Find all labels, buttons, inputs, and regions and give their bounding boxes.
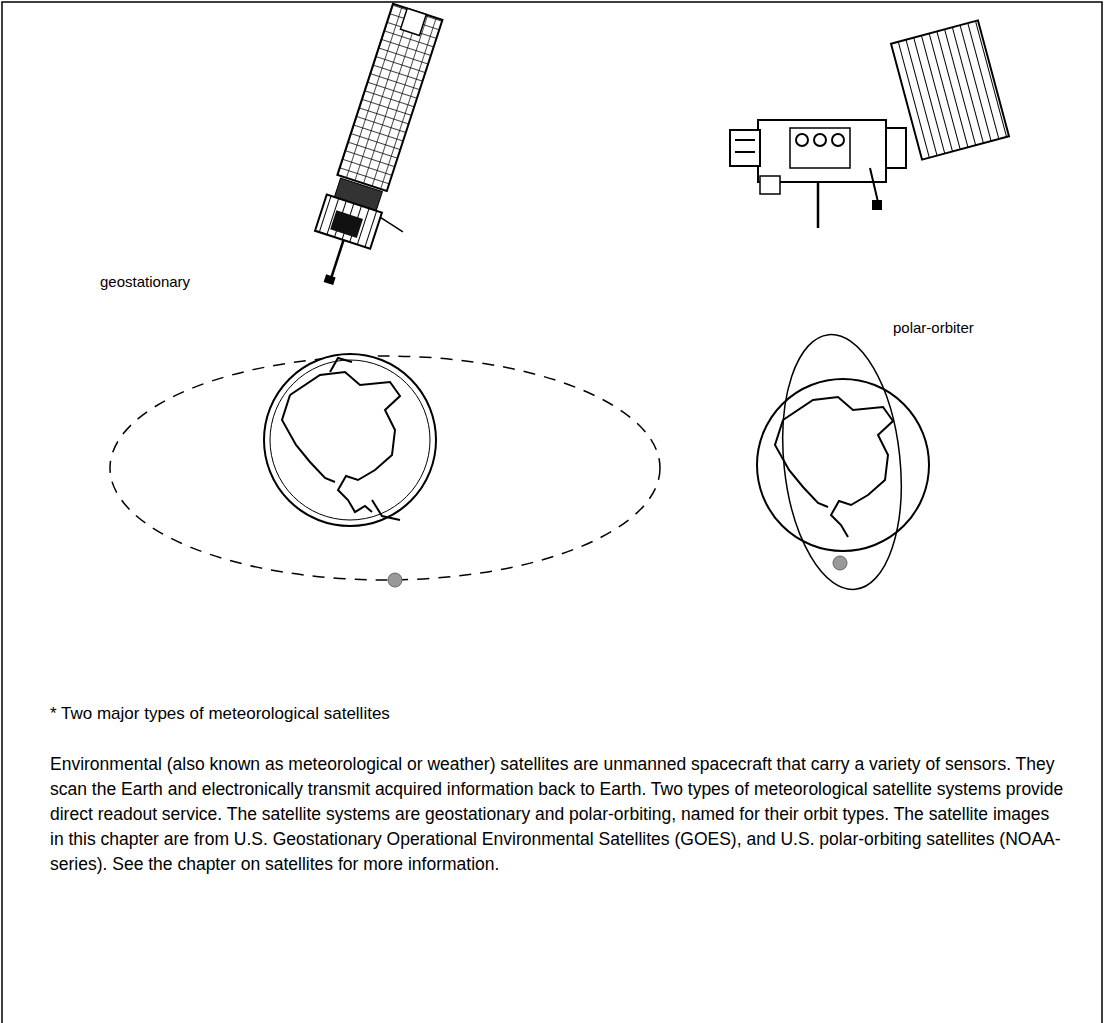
polar-orbit: [757, 329, 929, 596]
figure-caption: * Two major types of meteorological sate…: [50, 703, 1050, 725]
orbit-label: geostationary: [100, 272, 300, 292]
geostationary-satellite: [301, 2, 469, 300]
geostationary-orbit: [110, 354, 660, 587]
orbit-label: polar-orbiter: [893, 318, 1093, 338]
description-paragraph: Environmental (also known as meteorologi…: [50, 752, 1065, 877]
polar-satellite: [730, 20, 1009, 228]
